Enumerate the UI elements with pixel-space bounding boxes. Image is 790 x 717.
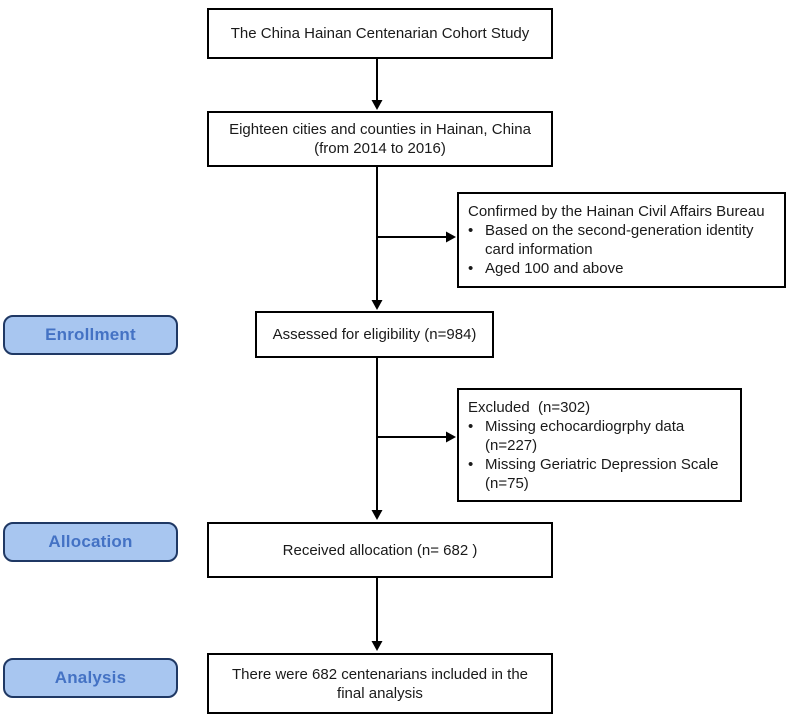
box-text-line: Received allocation (n= 682 ) <box>282 541 478 559</box>
excluded-box: Excluded (n=302) • Missing echocardiogrp… <box>457 388 742 502</box>
bullet-icon: • <box>468 418 474 435</box>
stage-label-analysis: Analysis <box>3 658 178 698</box>
bullet-icon: • <box>468 222 474 239</box>
bullet-text: Missing echocardiogrphy data (n=227) <box>485 417 736 455</box>
arrowhead <box>371 100 383 110</box>
arrow-branch-to-confirmed <box>377 231 456 243</box>
study-region-box: Eighteen cities and counties in Hainan, … <box>207 111 553 167</box>
box-text-line: (from 2014 to 2016) <box>314 140 446 157</box>
bullet-text-line: Based on the second-generation identity <box>485 222 754 239</box>
box-text-line: final analysis <box>337 684 423 702</box>
arrow-assessed-to-allocation <box>371 358 383 520</box>
arrowhead <box>371 510 383 520</box>
bullet-item: • Missing echocardiogrphy data (n=227) <box>468 417 736 455</box>
box-text-line: Assessed for eligibility (n=984) <box>272 326 477 343</box>
box-text-line: Eighteen cities and counties in Hainan, … <box>229 121 531 138</box>
study-title-box: The China Hainan Centenarian Cohort Stud… <box>207 8 553 59</box>
box-title-line: Excluded (n=302) <box>468 399 591 416</box>
arrow-region-to-assessed <box>371 167 383 310</box>
bullet-text-line: Missing echocardiogrphy data <box>485 418 685 435</box>
bullet-item: • Aged 100 and above <box>468 259 780 278</box>
stage-label-text: Allocation <box>48 532 133 551</box>
arrowhead <box>446 231 456 243</box>
received-allocation-box: Received allocation (n= 682 ) <box>207 522 553 578</box>
bullet-text-line: Missing Geriatric Depression Scale <box>485 456 719 473</box>
arrow-title-to-region <box>371 59 383 110</box>
stage-label-text: Analysis <box>54 668 127 687</box>
stage-label-text: Enrollment <box>45 325 136 344</box>
arrowhead <box>371 300 383 310</box>
bullet-text-line: (n=75) <box>485 475 529 492</box>
bullet-item: • Based on the second-generation identit… <box>468 221 780 259</box>
bullet-text: Based on the second-generation identity … <box>485 221 780 259</box>
bullet-icon: • <box>468 456 474 473</box>
bullet-text-line: Aged 100 and above <box>485 260 624 277</box>
confirmed-criteria-box: Confirmed by the Hainan Civil Affairs Bu… <box>457 192 786 288</box>
arrow-allocation-to-analysis <box>371 578 383 651</box>
bullet-text: Missing Geriatric Depression Scale (n=75… <box>485 455 736 493</box>
bullet-icon: • <box>468 260 474 277</box>
bullet-text: Aged 100 and above <box>485 259 780 278</box>
bullet-text-line: card information <box>485 241 593 258</box>
arrowhead <box>371 641 383 651</box>
box-text-line: There were 682 centenarians included in … <box>231 665 529 683</box>
stage-label-allocation: Allocation <box>3 522 178 562</box>
box-title-line: Confirmed by the Hainan Civil Affairs Bu… <box>468 203 765 220</box>
assessed-eligibility-box: Assessed for eligibility (n=984) <box>255 311 494 358</box>
arrow-branch-to-excluded <box>377 431 456 443</box>
box-text-line: The China Hainan Centenarian Cohort Stud… <box>230 25 530 42</box>
bullet-item: • Missing Geriatric Depression Scale (n=… <box>468 455 736 493</box>
arrowhead <box>446 431 456 443</box>
final-analysis-box: There were 682 centenarians included in … <box>207 653 553 714</box>
bullet-text-line: (n=227) <box>485 437 538 454</box>
stage-label-enrollment: Enrollment <box>3 315 178 355</box>
